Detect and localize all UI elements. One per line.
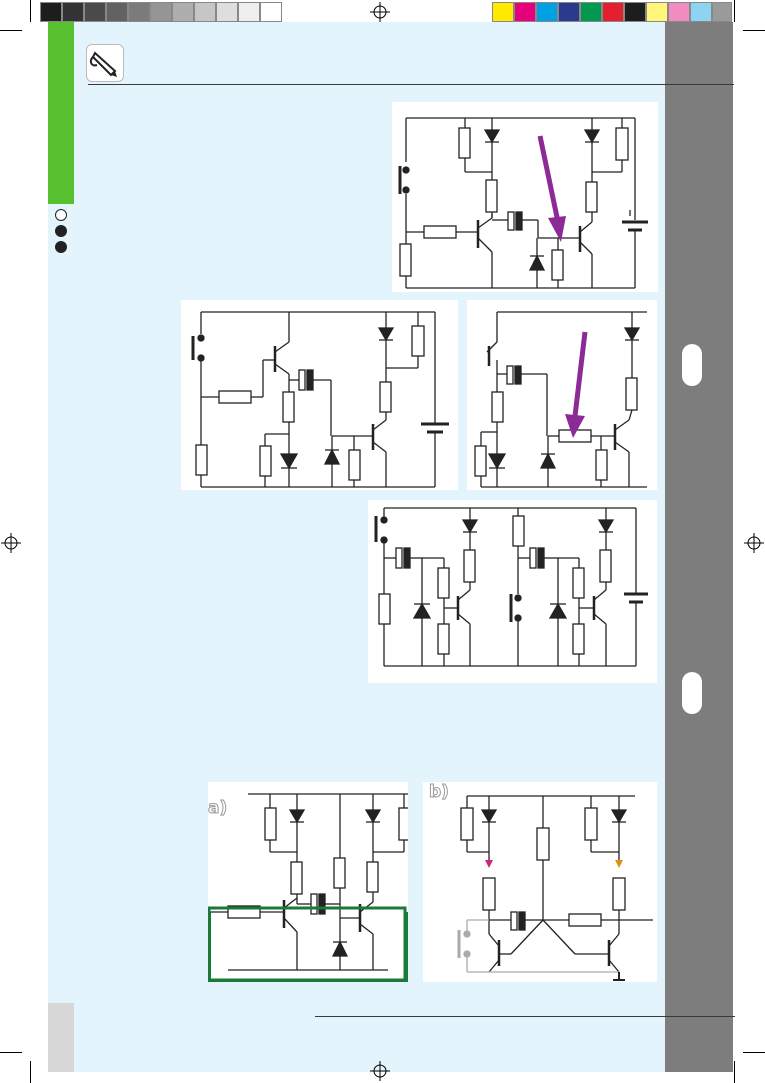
side-tab: [682, 672, 702, 714]
difficulty-dot-filled: [55, 241, 67, 253]
header-rule: [88, 84, 734, 85]
chapter-color-bar: [48, 22, 74, 204]
registration-mark-icon: [744, 533, 764, 553]
crop-mark: [734, 0, 735, 22]
crop-mark: [0, 1052, 22, 1053]
crop-mark: [30, 0, 31, 22]
registration-mark-icon: [370, 2, 390, 22]
circuit-a-label: a): [207, 798, 228, 819]
circuit-b-label: b): [429, 782, 450, 803]
circuit-diagram-4: [368, 500, 657, 683]
circuit-a-upper: [208, 782, 408, 912]
circuit-diagram-3: [467, 300, 657, 490]
footer-color-block: [48, 1003, 74, 1072]
footer-rule: [315, 1016, 735, 1017]
difficulty-dot-filled: [55, 225, 67, 237]
side-tab: [682, 344, 702, 386]
side-band: [665, 22, 733, 1072]
crop-mark: [743, 1052, 765, 1053]
crop-mark: [734, 1061, 735, 1083]
circuit-diagram-b: b): [423, 782, 657, 982]
difficulty-dot-empty: [55, 209, 67, 221]
crop-mark: [743, 30, 765, 31]
circuit-diagram-2: [181, 300, 458, 490]
crop-mark: [30, 1061, 31, 1083]
circuit-a-schematic: [208, 793, 408, 982]
crop-mark: [0, 30, 22, 31]
registration-mark-icon: [370, 1061, 390, 1081]
registration-mark-icon: [1, 533, 21, 553]
purple-arrow: [537, 135, 566, 242]
purple-arrow: [565, 331, 588, 438]
pen-tool-icon: [86, 44, 124, 82]
circuit-diagram-1: [392, 102, 658, 292]
